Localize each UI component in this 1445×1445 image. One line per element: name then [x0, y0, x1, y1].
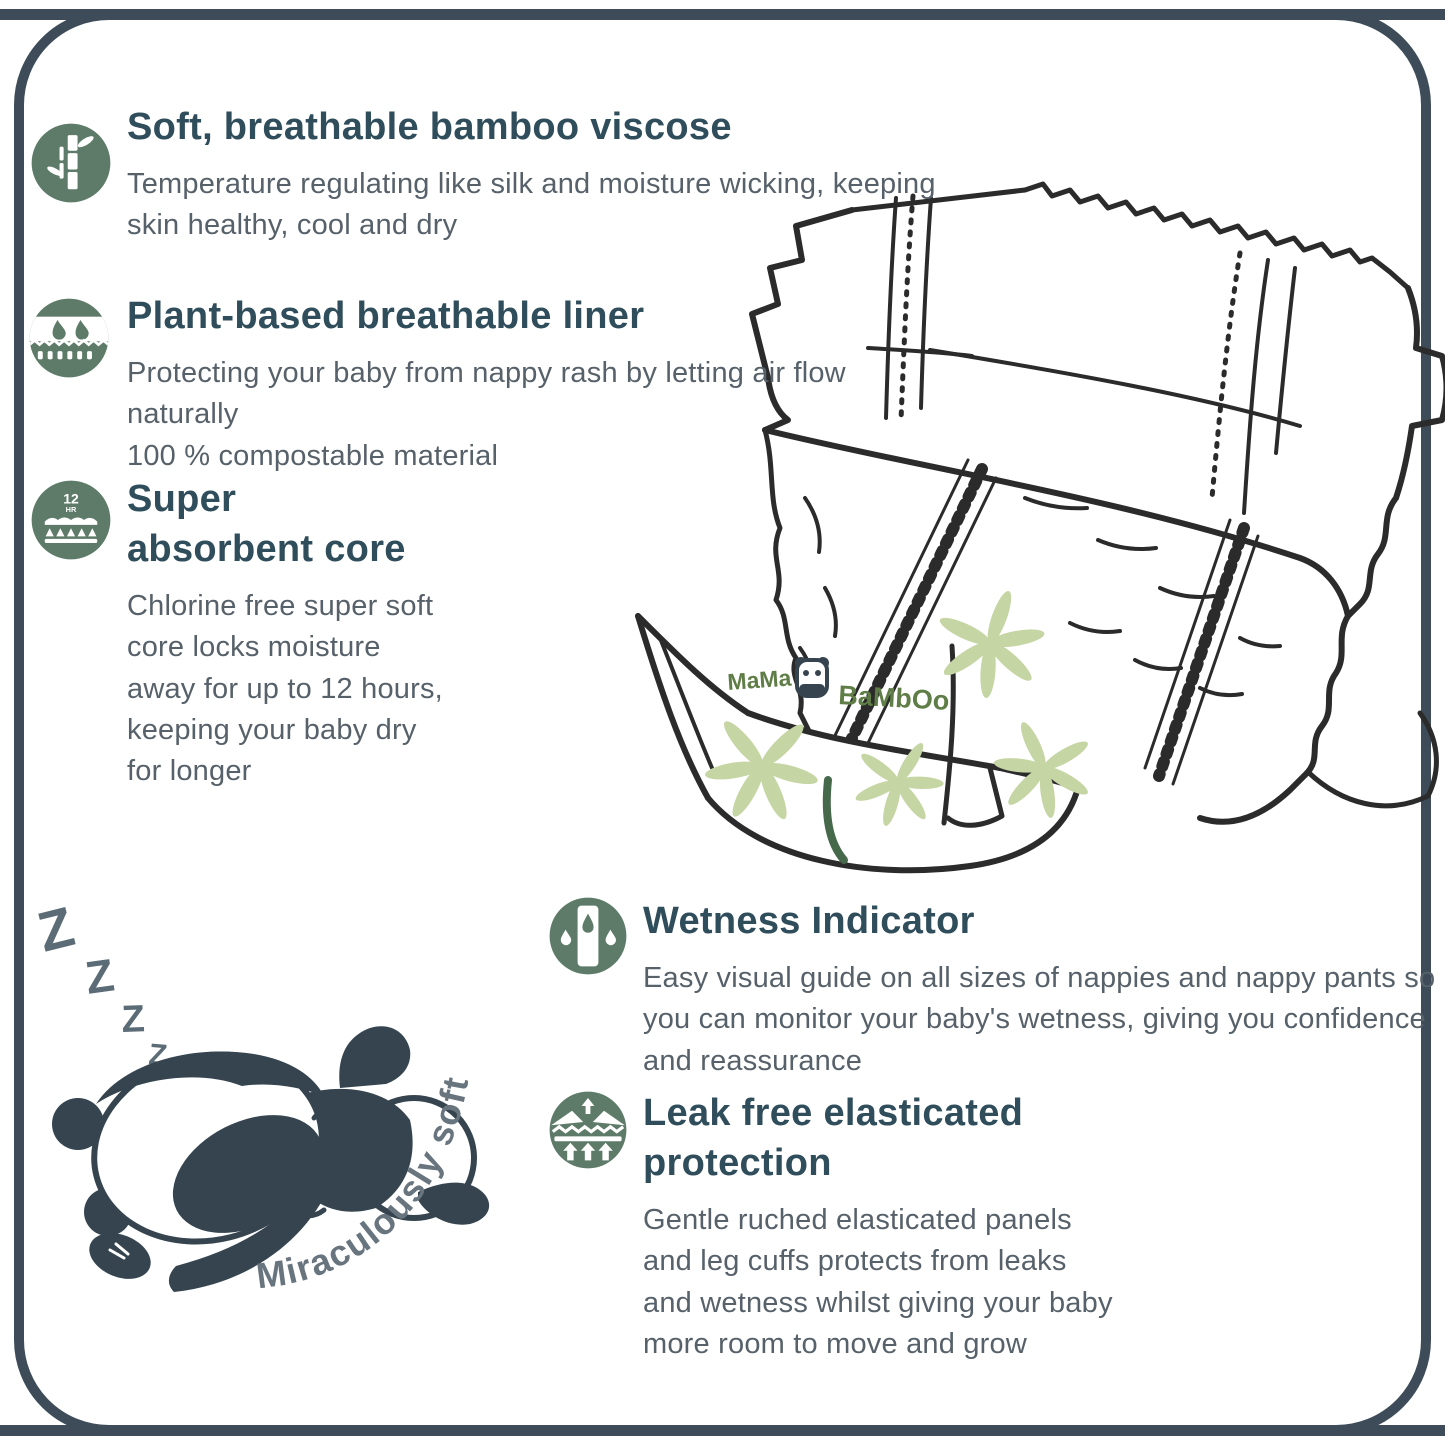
bamboo-stem: [822, 776, 848, 864]
feature-wetness-indicator: Wetness Indicator Easy visual guide on a…: [643, 896, 1443, 1082]
feature-breathable-liner: Plant-based breathable liner Protecting …: [127, 291, 957, 477]
feature-body: Protecting your baby from nappy rash by …: [127, 357, 846, 472]
leak-protection-icon: [548, 1090, 628, 1170]
feature-bamboo-viscose: Soft, breathable bamboo viscose Temperat…: [127, 102, 957, 247]
absorbent-core-12hr-icon: 12 HR: [30, 479, 112, 561]
nappy-sketch: MaMa BaMbOo: [635, 181, 1445, 874]
wetness-indicator-icon: [548, 896, 628, 976]
svg-text:Z: Z: [121, 998, 146, 1041]
feature-title: Super absorbent core: [127, 478, 406, 571]
feature-body: Easy visual guide on all sizes of nappie…: [643, 962, 1436, 1077]
feature-leak-protection: Leak free elasticated protection Gentle …: [643, 1088, 1423, 1365]
nappy-illustration: MaMa BaMbOo: [600, 168, 1445, 880]
feature-title: Plant-based breathable liner: [127, 295, 645, 337]
brand-logo: MaMa BaMbOo: [727, 657, 950, 716]
brand-logo-right: BaMbOo: [838, 680, 950, 716]
brand-logo-left: MaMa: [727, 665, 793, 695]
svg-text:Z: Z: [32, 894, 80, 963]
feature-body: Gentle ruched elasticated panels and leg…: [643, 1204, 1113, 1360]
feature-body: Chlorine free super soft core locks mois…: [127, 590, 443, 787]
feature-title: Wetness Indicator: [643, 900, 975, 942]
feature-body: Temperature regulating like silk and moi…: [127, 168, 936, 242]
nappy-body: [762, 427, 1439, 825]
bamboo-icon: [30, 122, 112, 204]
svg-text:Z: Z: [82, 948, 117, 1003]
svg-text:12: 12: [63, 491, 79, 507]
panda-illustration: Z Z Z Z z z: [18, 856, 523, 1316]
waistband: [749, 181, 1445, 619]
breathable-liner-icon: [28, 297, 110, 379]
sleeping-panda: [52, 1026, 490, 1292]
brand-logo-panda-icon: [795, 657, 829, 698]
feature-title: Soft, breathable bamboo viscose: [127, 106, 732, 148]
feature-absorbent-core: Super absorbent core Chlorine free super…: [127, 474, 647, 792]
svg-text:HR: HR: [66, 505, 77, 514]
feature-title: Leak free elasticated protection: [643, 1092, 1024, 1185]
